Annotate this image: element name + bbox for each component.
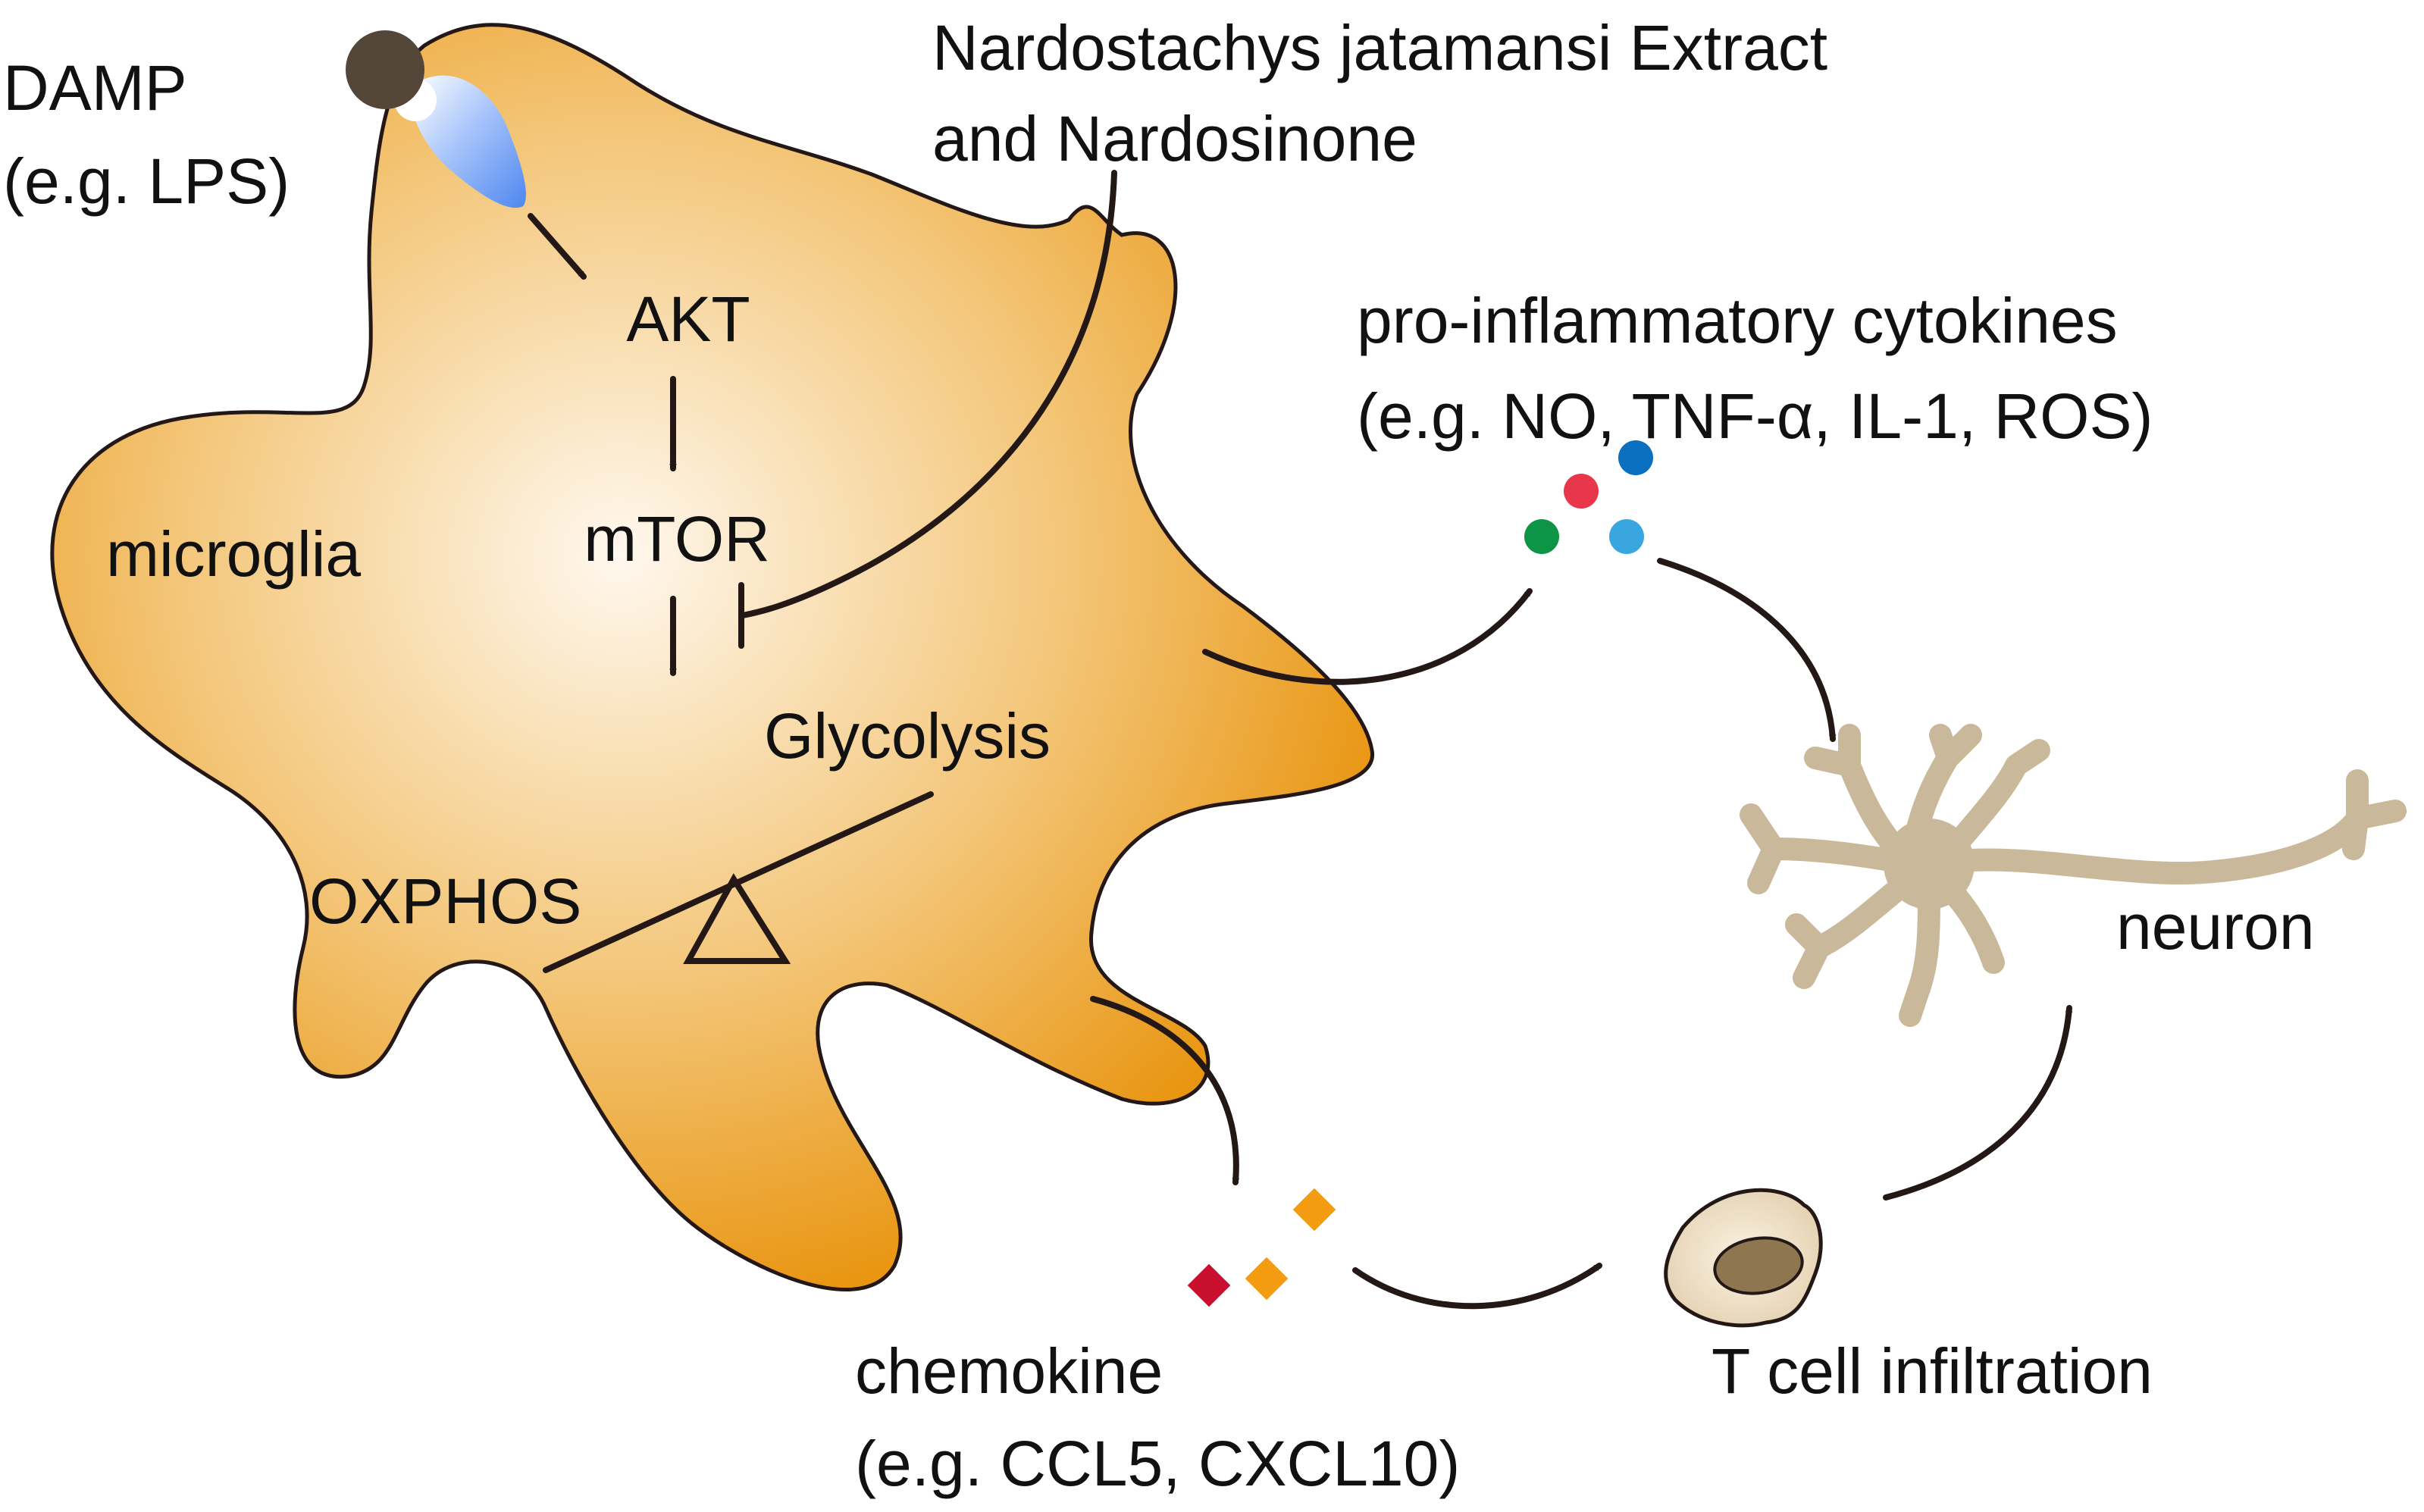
chemokine-diamonds [1187,1188,1336,1307]
damp-ligand-receptor [346,30,526,208]
neuron-axon [1959,807,2369,885]
tcell-label: T cell infiltration [1712,1335,2153,1407]
chemokine-label-line2: (e.g. CCL5, CXCL10) [855,1428,1460,1499]
damp-ball [346,30,424,109]
microglia-cell [50,23,1374,1292]
neuron [1740,724,2407,1027]
seesaw-fulcrum [683,873,791,964]
cytokine-dot-green [1524,519,1559,554]
chemokine-label-line1: chemokine [855,1335,1163,1407]
neuron-label: neuron [2116,891,2315,963]
extract-inhibition-line [740,170,1117,618]
microglia-label: microglia [106,518,361,590]
neuron-dendrites [1740,724,2050,1027]
extract-label-line2: and Nardosinone [932,103,1417,174]
tcell-to-neuron-arrow [1883,1005,2073,1201]
tcell-nucleus [1713,1236,1804,1295]
chemokine-diamond-orange-bottom [1245,1257,1289,1301]
receptor-shape [411,75,526,208]
cytokine-dot-lightblue [1609,519,1644,554]
neuron-soma [1884,819,1975,909]
cytokines-label-line2: (e.g. NO, TNF-α, IL-1, ROS) [1357,380,2153,452]
cytokines-label-line1: pro-inflammatory cytokines [1357,285,2118,356]
damp-to-akt-arrow [528,213,587,280]
cytokines-to-neuron-arrow [1657,558,1837,742]
extract-label-line1: Nardostachys jatamansi Extract [932,12,1827,83]
chemokine-diamond-orange-top [1292,1188,1336,1232]
chemokine-to-tcell-arrow [1352,1263,1602,1310]
mtor-label: mTOR [584,503,770,574]
akt-label: AKT [626,283,750,355]
chemokine-diamond-red [1187,1263,1231,1307]
cytokine-dots [1524,440,1653,554]
oxphos-label: OXPHOS [309,866,581,937]
damp-label-line2: (e.g. LPS) [3,146,290,217]
microglia-to-cytokines-arrow [1202,588,1533,685]
cytokine-dot-red [1564,474,1599,509]
cytokine-dot-darkblue [1618,440,1653,475]
glycolysis-label: Glycolysis [764,700,1051,772]
microglia-to-chemokine-arrow [1090,996,1240,1185]
damp-label-line1: DAMP [3,52,187,124]
neuron-axon-terminal [2342,769,2407,860]
t-cell [1664,1188,1823,1328]
